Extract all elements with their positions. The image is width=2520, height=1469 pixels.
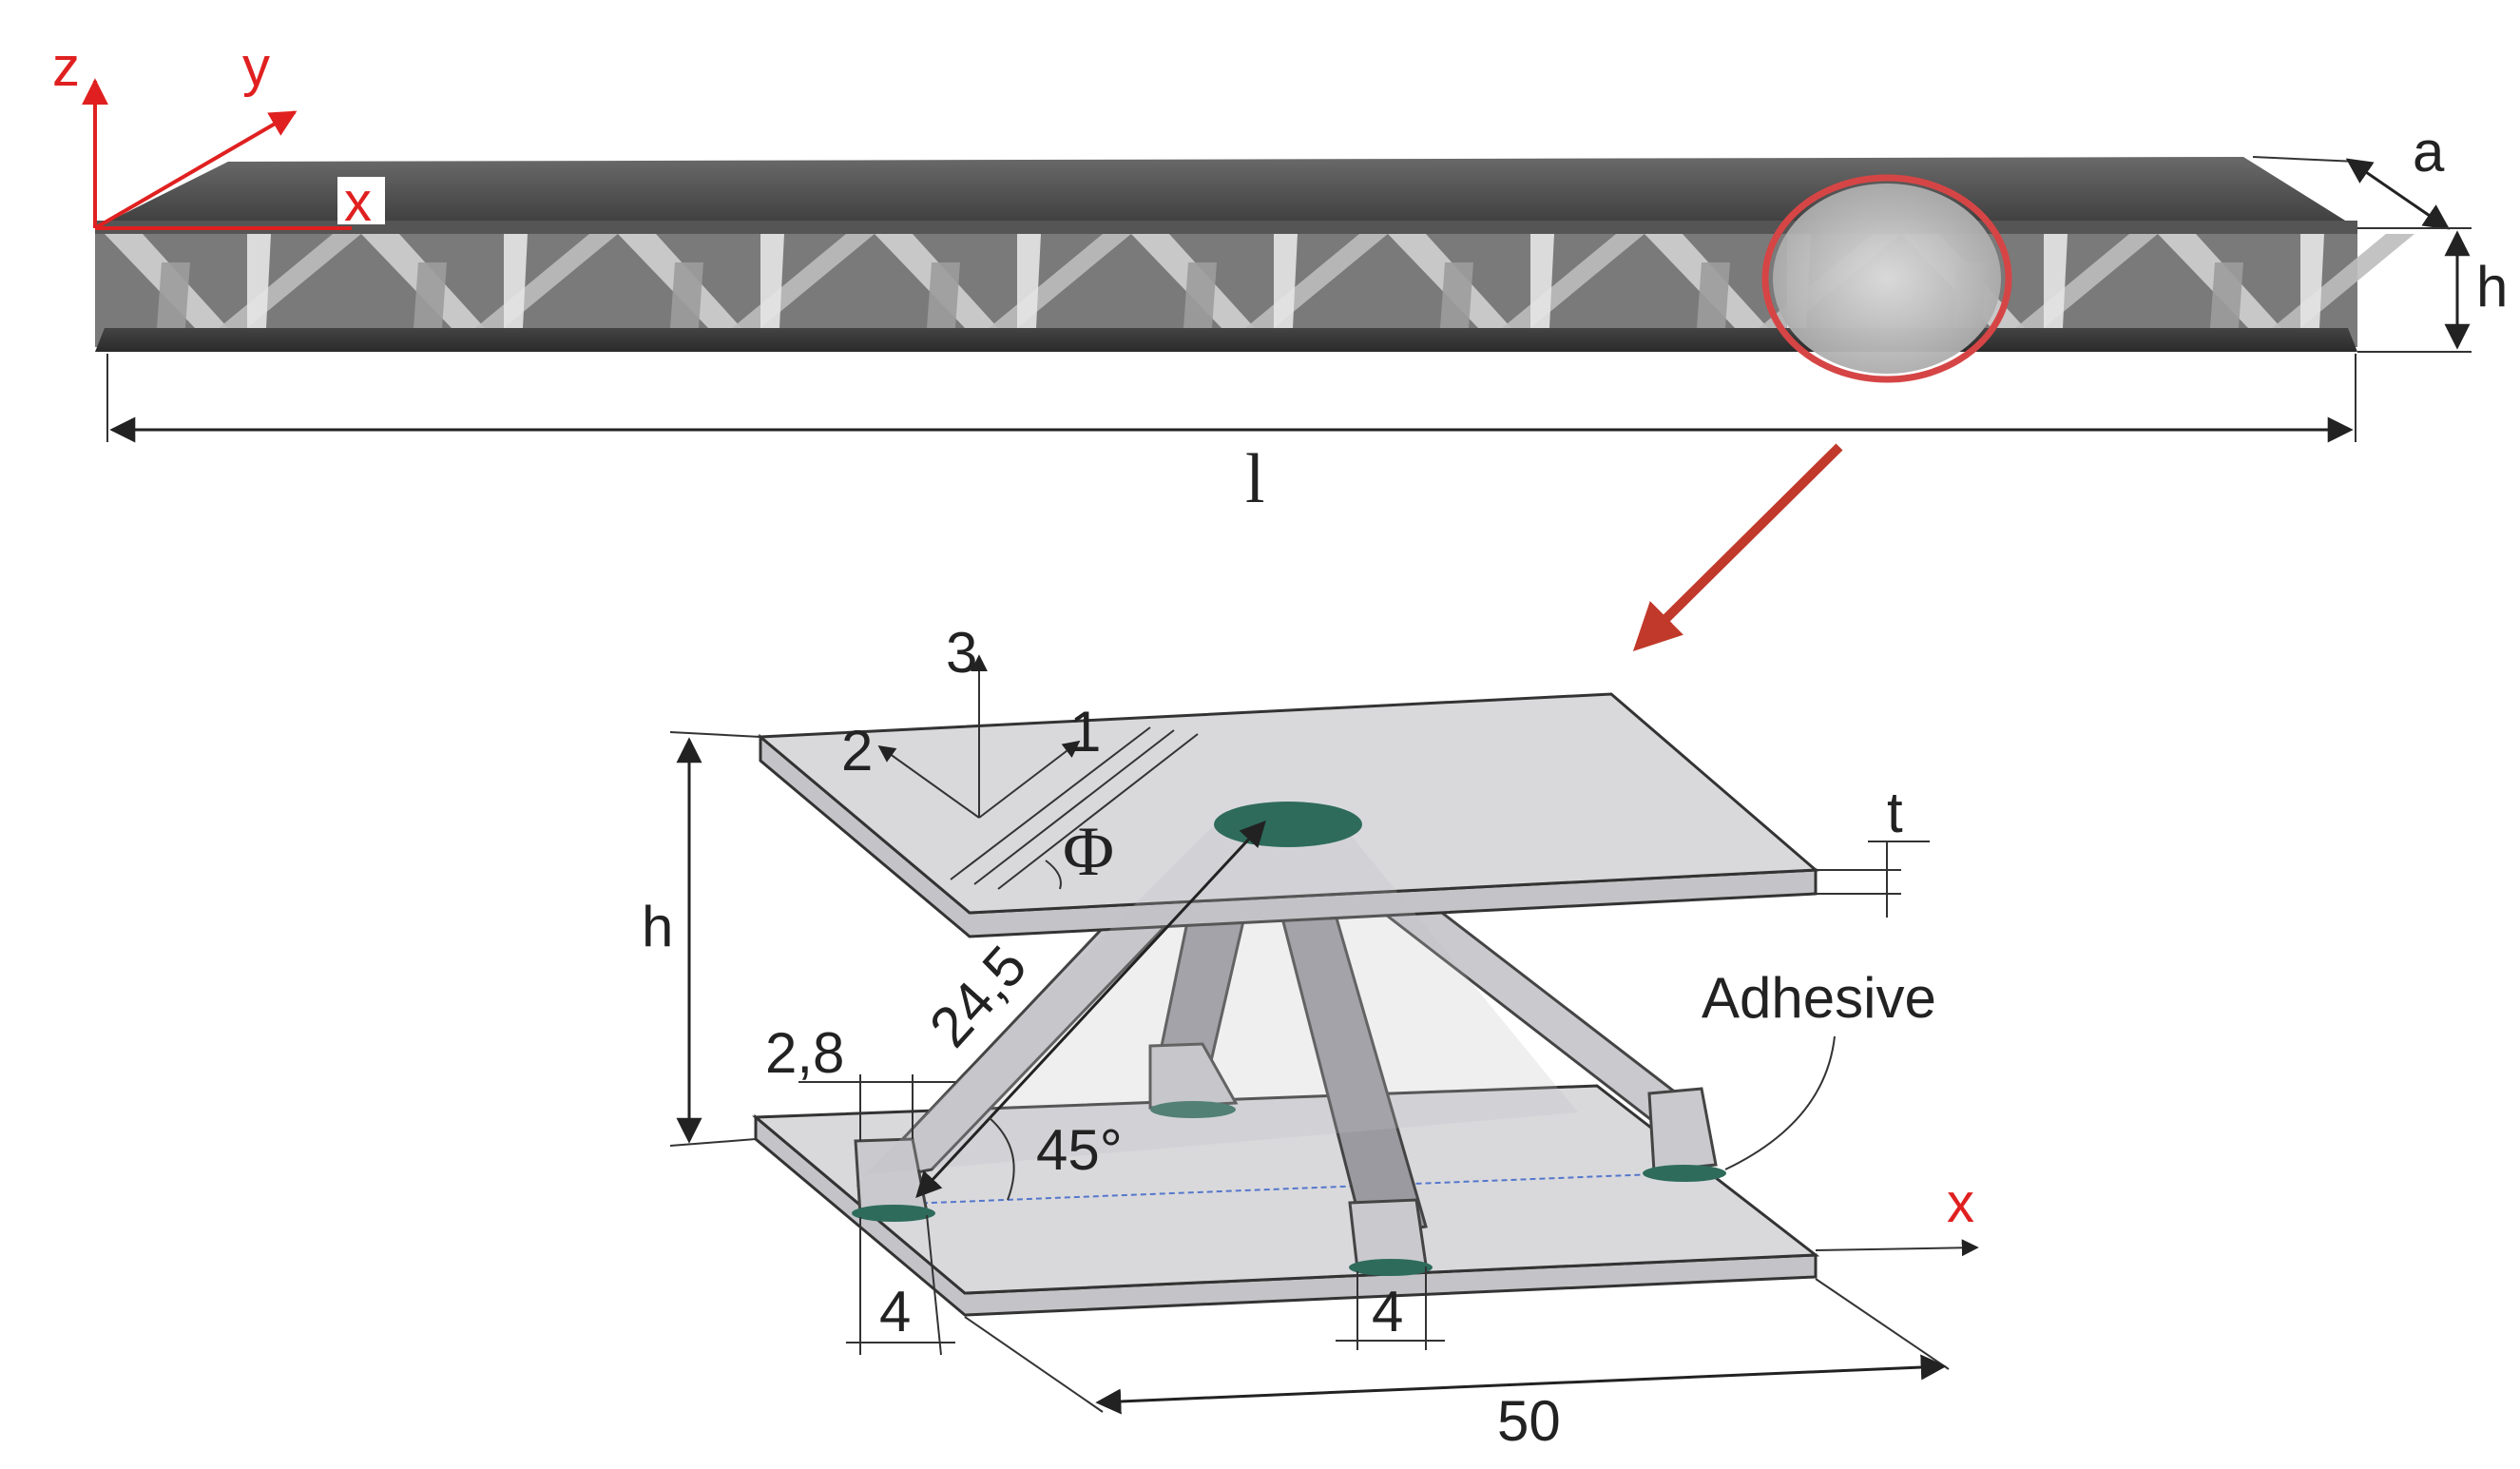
axis-1-label: 1 [1069, 700, 1101, 763]
dim-h-detail: h [642, 731, 761, 1147]
phi-label: Φ [1063, 813, 1114, 891]
lattice-cell [1388, 234, 1645, 328]
lattice-cell [875, 234, 1131, 328]
dim-h-top-label: h [2476, 255, 2508, 319]
y-axis [93, 110, 298, 230]
dim-angle-label: 45° [1036, 1118, 1123, 1182]
adhesive-label: Adhesive [1702, 966, 1936, 1030]
lattice-cell [105, 234, 361, 328]
lattice-cell [1131, 234, 1388, 328]
zoom-arrow [1632, 443, 1843, 652]
y-label: y [242, 36, 270, 98]
dim-h-detail-label: h [642, 895, 673, 958]
x-label-box [337, 177, 385, 224]
x-label: x [344, 171, 372, 233]
lattice-cell [618, 234, 875, 328]
detail-x-label: x [1947, 1172, 1974, 1234]
dim-angle: 45° [988, 1116, 1123, 1201]
x-centerline [883, 1173, 1655, 1206]
dim-a: a [2252, 120, 2451, 230]
beam-top-edge [95, 221, 2357, 234]
z-label: z [52, 36, 80, 98]
sandwich-beam [95, 157, 2414, 352]
dim-cell-length: 50 [964, 1278, 1950, 1453]
highlight-ellipse [1761, 174, 2012, 383]
axis-3-label: 3 [946, 621, 977, 685]
global-axes: z y x [52, 36, 385, 233]
dim-cell-length-label: 50 [1497, 1389, 1561, 1453]
dim-t: t [1816, 781, 1930, 918]
axis-2-label: 2 [841, 719, 873, 783]
adhesive-callout: Adhesive [1702, 966, 1936, 1170]
highlight-fill [1773, 184, 2001, 374]
dim-foot-a: 4 [846, 1214, 955, 1356]
lattice-cell [361, 234, 618, 328]
dim-foot-b-label: 4 [1372, 1280, 1403, 1343]
dim-l-label: l [1245, 440, 1265, 518]
detail-x-axis: x [1815, 1172, 1979, 1257]
dim-t-label: t [1887, 781, 1903, 844]
beam-top-face [95, 157, 2357, 228]
adhesive-top [1214, 802, 1362, 847]
unit-cell [752, 692, 1820, 1317]
dim-foot-width: 2,8 [765, 1021, 955, 1141]
dim-a-label: a [2413, 120, 2445, 184]
dim-h-top: h [2357, 227, 2508, 353]
foot-back-right [1647, 1087, 1718, 1173]
dim-foot-width-label: 2,8 [765, 1021, 844, 1085]
dim-foot-b: 4 [1336, 1266, 1445, 1350]
dim-foot-a-label: 4 [879, 1280, 911, 1343]
beam-bottom-face [95, 328, 2357, 352]
lattice-cell [2158, 234, 2414, 328]
dim-l: l [106, 354, 2356, 518]
